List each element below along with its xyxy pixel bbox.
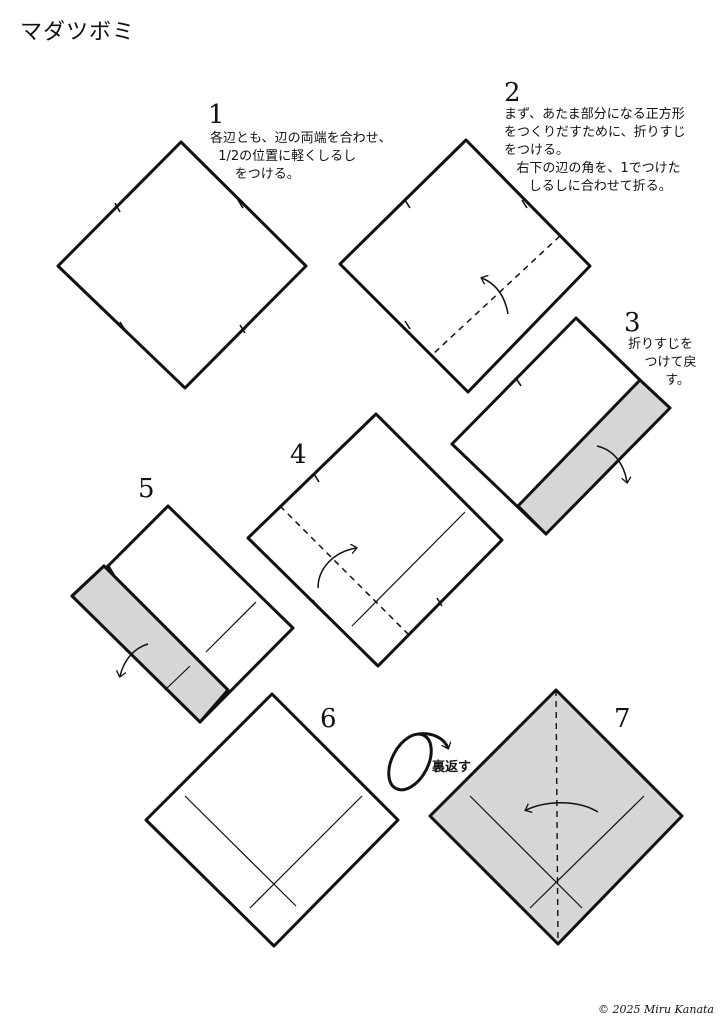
mark-1d [239,324,246,334]
copyright-notice: © 2025 Miru Kanata [597,1003,714,1016]
fold-arrow [482,278,509,315]
step-2-note: まず、あたま部分になる正方形 をつくりだすために、折りすじ をつける。 右下の辺… [504,107,686,194]
crease-line [351,511,466,627]
mark-1c [119,321,126,331]
shaded-flap [516,378,672,536]
step-4-figure [246,412,504,668]
mark-1b [237,199,244,209]
step-6-figure [144,692,400,948]
step-3-figure [450,316,672,536]
step-7-figure [428,688,684,946]
flip-over-label: 裏返す [432,760,472,775]
step-1-figure [56,140,308,390]
step-3-number: 3 [624,308,641,338]
step-2-number: 2 [504,78,521,108]
valley-fold-line [279,505,411,637]
step-1-number: 1 [208,100,225,130]
step-7-number: 7 [614,704,631,734]
step-3-note: 折りすじを つけて戻 す。 [628,337,697,388]
step-5-number: 5 [138,474,155,504]
mark-1a [114,202,121,213]
page-title: マダツボミ [20,20,136,45]
valley-fold-line [555,689,559,945]
step-5-figure [70,504,295,724]
flip-over-icon [387,732,448,792]
step-1-note: 各辺とも、辺の両端を合わせ、 1/2の位置に軽くしるし をつける。 [210,131,392,182]
valley-fold-line [431,235,561,356]
step-4-number: 4 [290,440,307,470]
step-2-figure [338,138,592,394]
step-6-number: 6 [320,704,337,734]
